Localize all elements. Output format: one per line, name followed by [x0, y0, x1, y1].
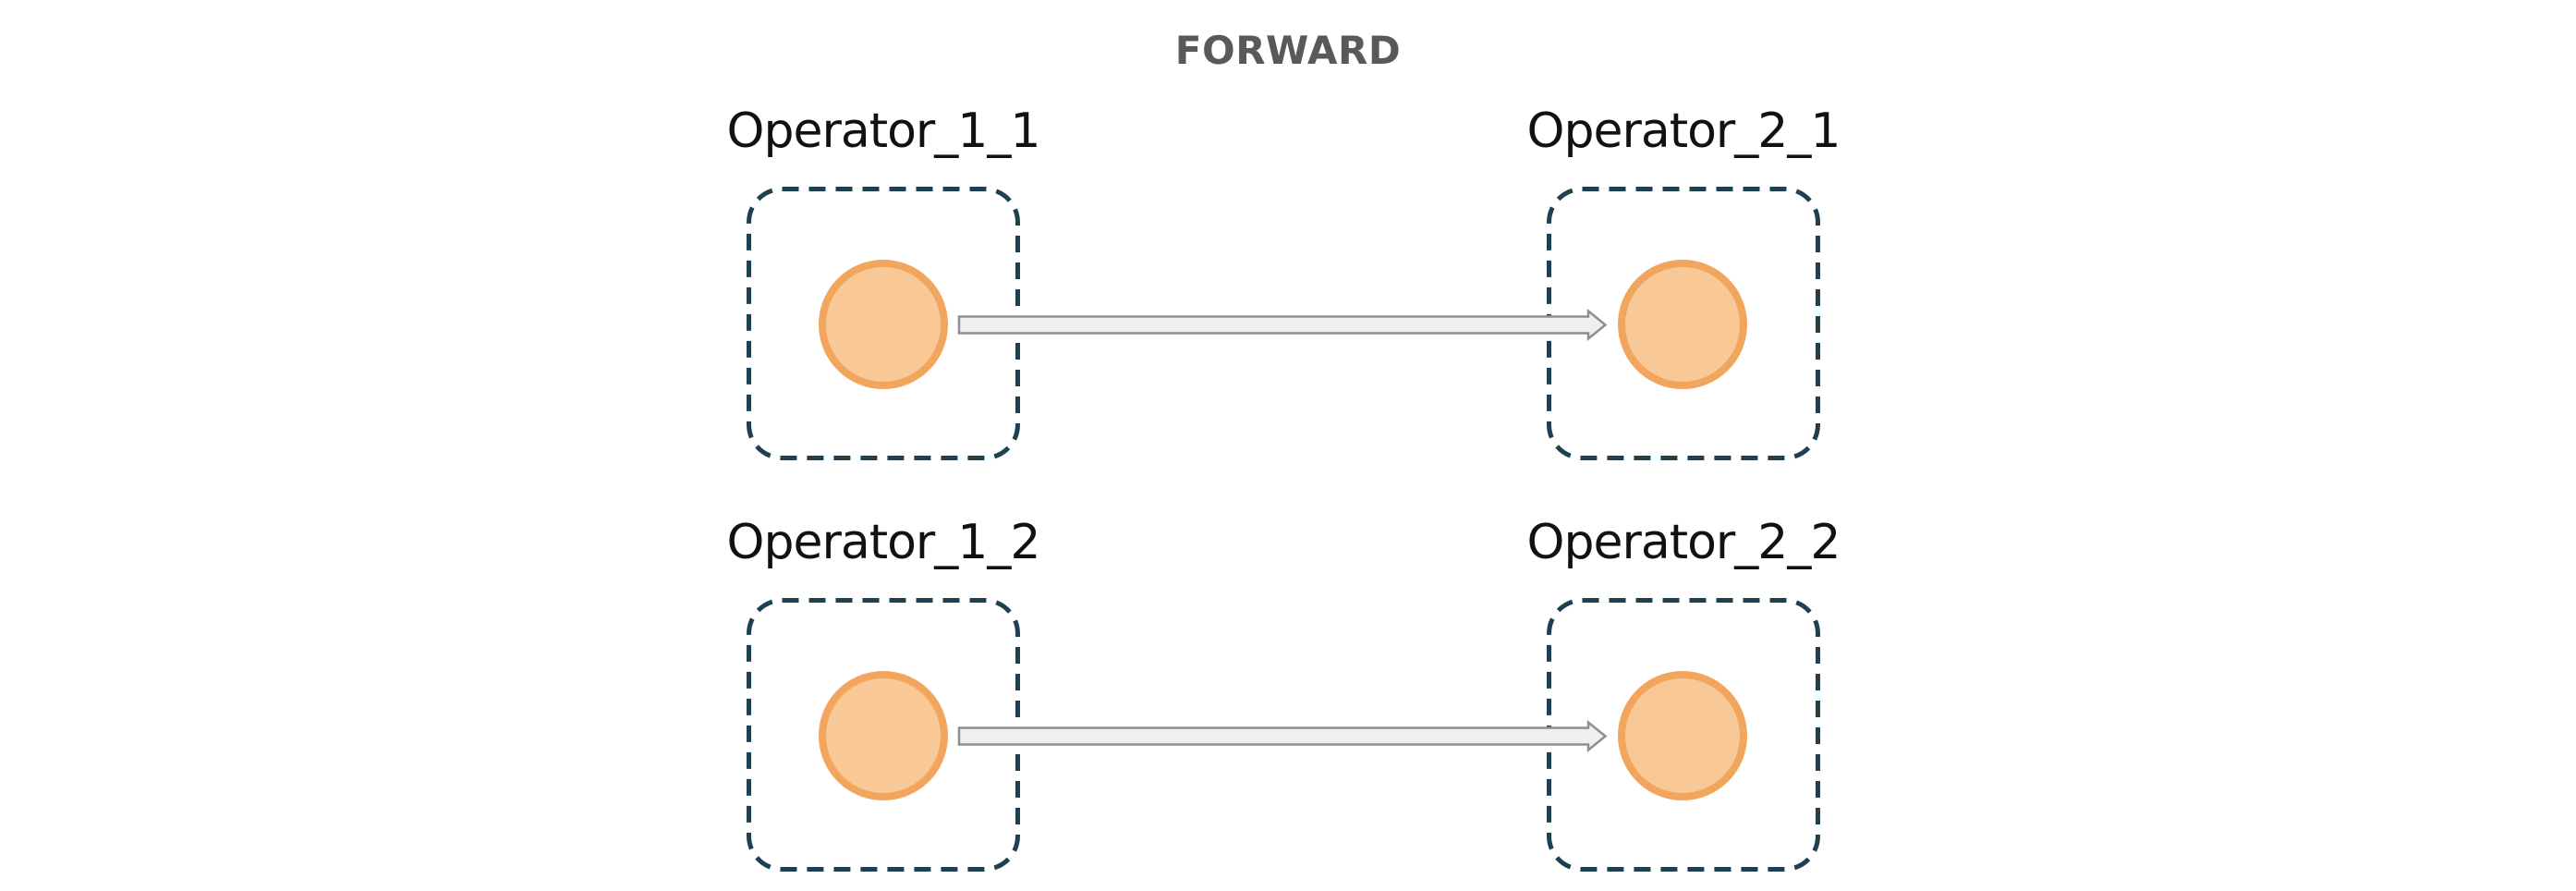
- operator-node-circle-1-2: [819, 671, 948, 800]
- forward-arrow-row1: [957, 308, 1608, 342]
- operator-label-1-1: Operator_1_1: [726, 104, 1041, 159]
- operator-node-circle-1-1: [819, 260, 948, 389]
- operator-label-2-2: Operator_2_2: [1526, 515, 1841, 570]
- operator-label-1-2: Operator_1_2: [726, 515, 1041, 570]
- operator-node-circle-2-2: [1618, 671, 1747, 800]
- operator-label-2-1: Operator_2_1: [1526, 104, 1841, 159]
- operator-node-circle-2-1: [1618, 260, 1747, 389]
- forward-arrow-row2: [957, 719, 1608, 753]
- diagram-title: FORWARD: [1174, 28, 1402, 73]
